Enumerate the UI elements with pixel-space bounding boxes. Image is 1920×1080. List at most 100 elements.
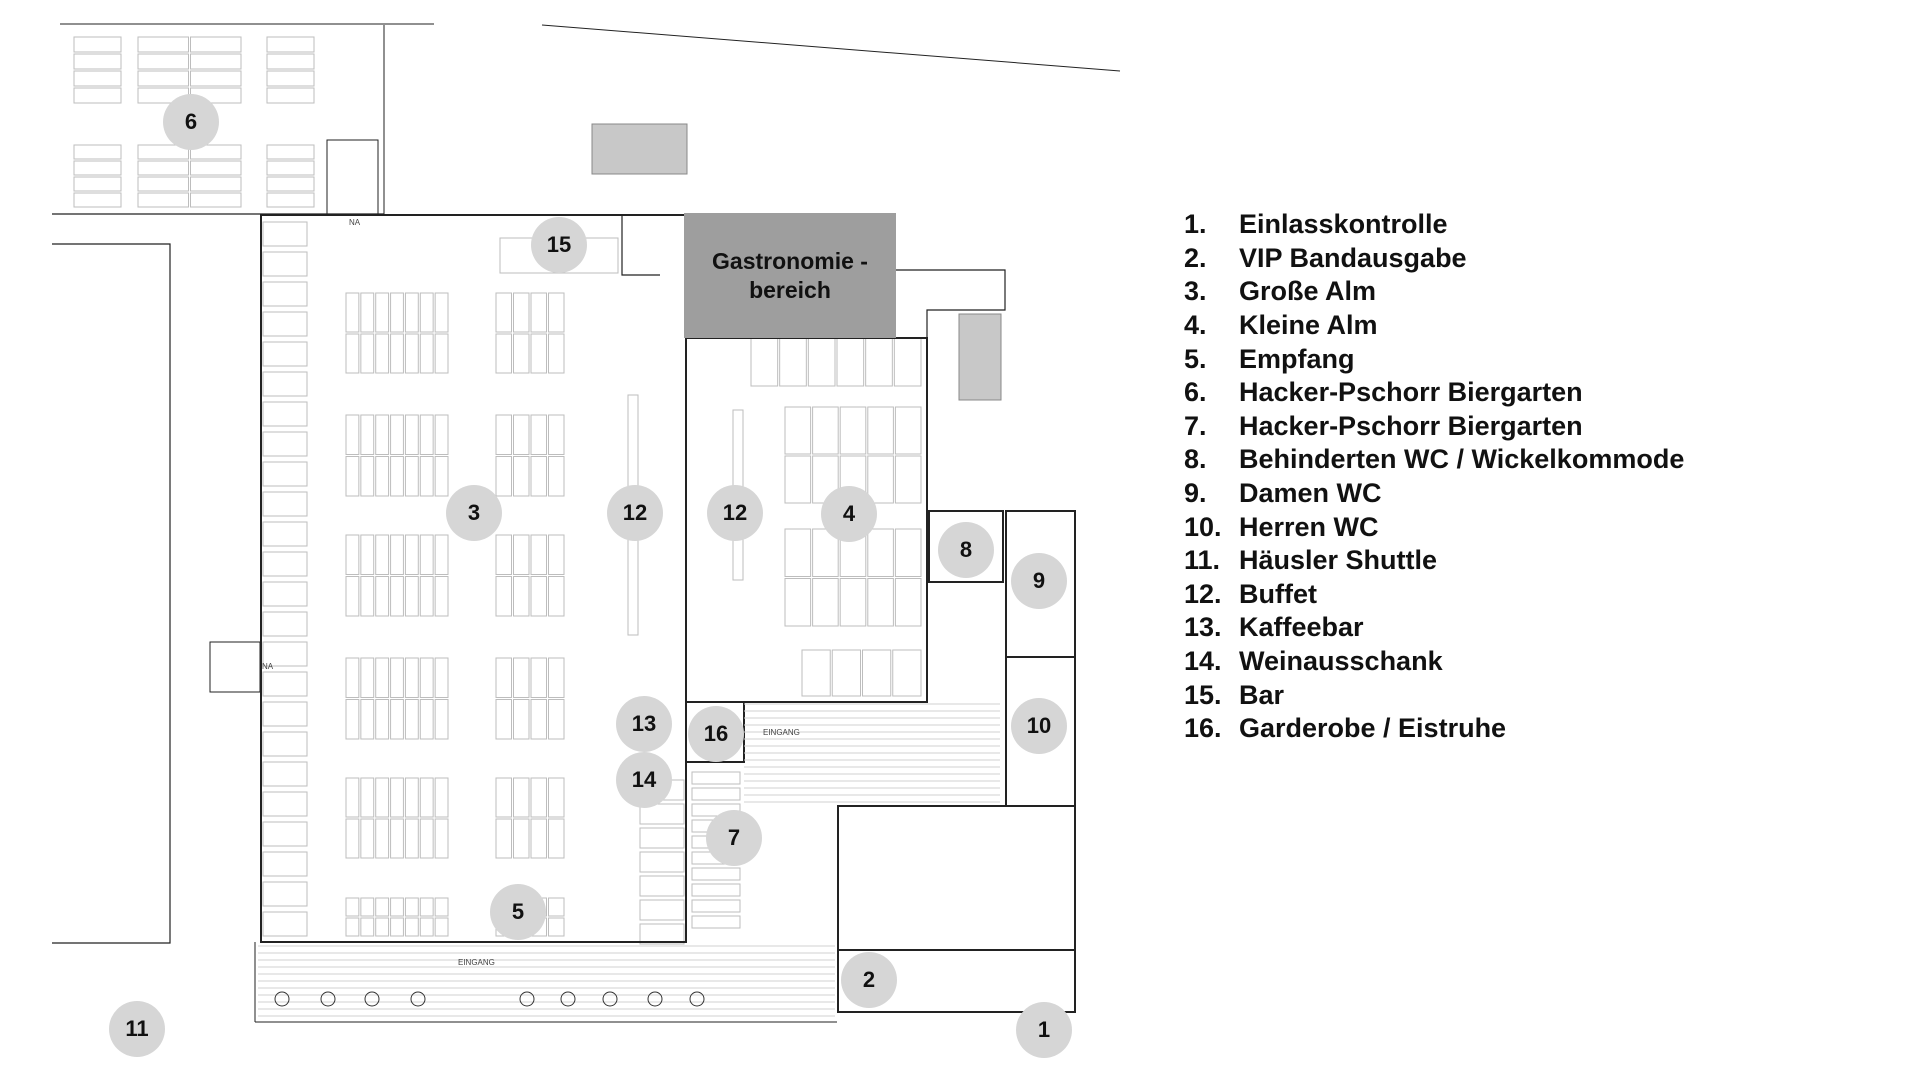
table xyxy=(375,657,390,698)
bench xyxy=(262,761,308,787)
marker-13-kaffeebar[interactable]: 13 xyxy=(616,696,672,752)
table xyxy=(73,192,122,208)
bench xyxy=(639,803,685,825)
table xyxy=(137,36,189,53)
table xyxy=(867,406,894,455)
legend-label: Damen WC xyxy=(1239,478,1382,509)
table xyxy=(345,917,360,937)
marker-11-shuttle[interactable]: 11 xyxy=(109,1001,165,1057)
table xyxy=(419,657,434,698)
table xyxy=(495,292,512,333)
terrace-decking xyxy=(258,703,1000,1017)
table xyxy=(345,777,360,818)
table xyxy=(779,337,807,387)
table xyxy=(404,818,419,859)
table xyxy=(404,456,419,497)
table xyxy=(404,657,419,698)
table xyxy=(548,456,565,497)
marker-8-behinderten-wc[interactable]: 8 xyxy=(938,522,994,578)
table xyxy=(513,414,530,455)
marker-5-empfang[interactable]: 5 xyxy=(490,884,546,940)
table xyxy=(495,534,512,575)
marker-3-grosse-alm[interactable]: 3 xyxy=(446,485,502,541)
table xyxy=(894,528,922,577)
legend-label: Einlasskontrolle xyxy=(1239,209,1448,240)
marker-15-bar[interactable]: 15 xyxy=(531,217,587,273)
post-circle xyxy=(274,991,290,1007)
table xyxy=(190,70,242,87)
table xyxy=(390,699,404,740)
table xyxy=(784,406,812,455)
marker-16-garderobe[interactable]: 16 xyxy=(688,706,744,762)
marker-7-biergarten[interactable]: 7 xyxy=(706,810,762,866)
marker-4-kleine-alm[interactable]: 4 xyxy=(821,486,877,542)
table xyxy=(375,456,390,497)
legend-label: Kaffeebar xyxy=(1239,612,1364,643)
legend-item: 3. Große Alm xyxy=(1184,275,1684,309)
legend-label: Bar xyxy=(1239,679,1285,710)
table xyxy=(190,176,242,192)
table xyxy=(434,897,449,917)
table xyxy=(839,406,867,455)
table xyxy=(548,699,565,740)
table xyxy=(831,649,861,697)
bench xyxy=(262,461,308,487)
marker-6-biergarten[interactable]: 6 xyxy=(163,94,219,150)
legend-number: 3. xyxy=(1184,276,1207,307)
table xyxy=(513,292,530,333)
post-circle xyxy=(364,991,380,1007)
marker-12-buffet[interactable]: 12 xyxy=(707,485,763,541)
table xyxy=(419,576,434,617)
table xyxy=(495,456,512,497)
table xyxy=(266,160,315,176)
table xyxy=(894,406,922,455)
table xyxy=(360,576,375,617)
table xyxy=(375,333,390,374)
table xyxy=(345,534,360,575)
table xyxy=(266,36,315,53)
marker-14-weinausschank[interactable]: 14 xyxy=(616,752,672,808)
table xyxy=(434,333,449,374)
bench xyxy=(691,771,741,785)
table xyxy=(404,777,419,818)
legend-label: Große Alm xyxy=(1239,276,1377,307)
table xyxy=(530,534,547,575)
table xyxy=(867,455,894,504)
marker-9-damen-wc[interactable]: 9 xyxy=(1011,553,1067,609)
table xyxy=(190,192,242,208)
table xyxy=(266,192,315,208)
marker-2-vip-bandausgabe[interactable]: 2 xyxy=(841,952,897,1008)
legend-number: 7. xyxy=(1184,410,1207,441)
bench xyxy=(262,221,308,247)
marker-12-buffet[interactable]: 12 xyxy=(607,485,663,541)
marker-10-herren-wc[interactable]: 10 xyxy=(1011,698,1067,754)
legend-label: Kleine Alm xyxy=(1239,310,1378,341)
table xyxy=(419,456,434,497)
legend-label: Weinausschank xyxy=(1239,646,1443,677)
bench xyxy=(262,551,308,577)
table xyxy=(894,578,922,627)
table xyxy=(266,87,315,104)
table xyxy=(404,292,419,333)
table xyxy=(404,576,419,617)
walls xyxy=(52,23,1121,1023)
table xyxy=(495,414,512,455)
legend-item: 6.Hacker-Pschorr Biergarten xyxy=(1184,376,1684,410)
table xyxy=(375,292,390,333)
legend-item: 10.Herren WC xyxy=(1184,510,1684,544)
table xyxy=(513,657,530,698)
table xyxy=(513,576,530,617)
table xyxy=(495,818,512,859)
table xyxy=(434,777,449,818)
legend-item: 1.Einlasskontrolle xyxy=(1184,208,1684,242)
table xyxy=(266,70,315,87)
table xyxy=(434,917,449,937)
table xyxy=(530,292,547,333)
bench xyxy=(262,881,308,907)
table xyxy=(345,292,360,333)
table xyxy=(812,406,839,455)
table xyxy=(390,917,404,937)
marker-1-einlasskontrolle[interactable]: 1 xyxy=(1016,1002,1072,1058)
